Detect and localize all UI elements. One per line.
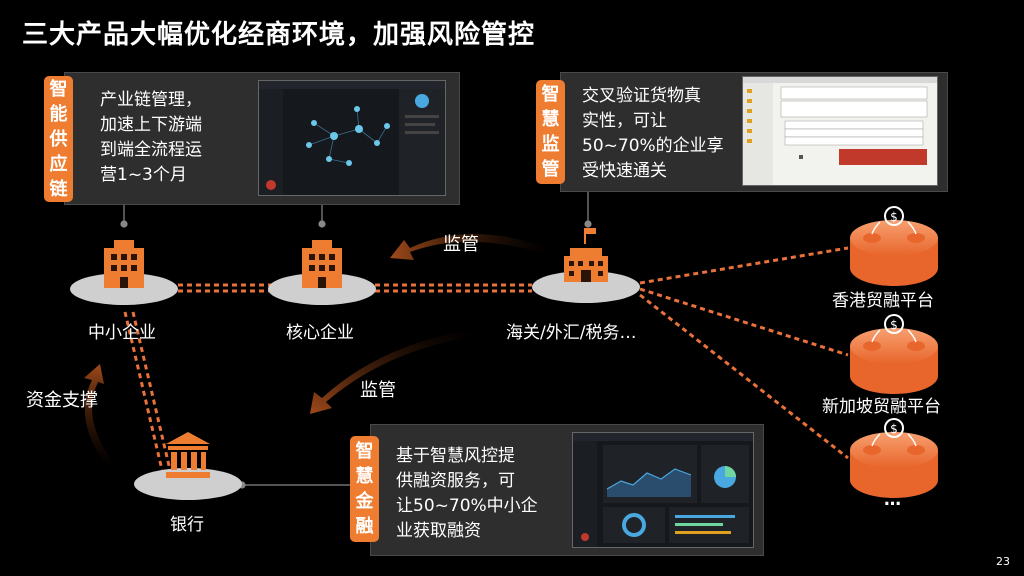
svg-text:$: $ [890,422,898,436]
supervision-screenshot [742,76,938,186]
card-supply-chain-text: 产业链管理， 加速上下游端 到端全流程运 营1~3个月 [100,90,202,185]
arrow-label-funding: 资金支撑 [26,390,98,411]
svg-text:$: $ [890,210,898,224]
finance-screenshot [572,432,754,548]
bank-icon [166,432,210,478]
page-number: 23 [996,555,1010,568]
platform-label-hongkong: 香港贸融平台 [832,291,934,311]
card-supervision-text: 交叉验证货物真 实性，可让 50~70%的企业享 受快速通关 [582,86,724,181]
slide-title: 三大产品大幅优化经商环境，加强风险管控 [22,20,536,50]
supervise-arrow-top [390,234,548,260]
funding-arrow [84,364,116,468]
tag-finance: 智 慧 金 融 [350,436,379,542]
dashboard-thumbnail [573,433,753,547]
supervise-arrow-mid [310,330,470,414]
card-finance-text: 基于智慧风控提 供融资服务，可 让50~70%中小企 业获取融资 [396,446,538,541]
building-icon [302,240,342,288]
dashed-links [123,246,849,471]
svg-text:$: $ [890,318,898,332]
node-label-bank: 银行 [170,515,204,535]
arrow-label-supervise-top: 监管 [443,234,479,255]
node-label-core: 核心企业 [286,323,354,343]
node-label-customs: 海关/外汇/税务… [506,323,637,343]
dollar-platform-icon: $ [850,314,938,394]
form-thumbnail [743,77,937,185]
tag-supervision: 智 慧 监 管 [536,80,565,184]
node-label-sme: 中小企业 [88,323,156,343]
arrow-label-supervise-mid: 监管 [360,380,396,401]
supply-chain-screenshot [258,80,446,196]
dollar-platform-icon: $ [850,418,938,498]
building-icon [104,240,144,288]
dollar-platform-icon: $ [850,206,938,286]
tag-supply-chain: 智 能 供 应 链 [44,76,73,202]
platform-label-more: … [884,490,901,510]
platform-label-singapore: 新加坡贸融平台 [822,397,941,417]
network-graph-thumbnail [259,81,445,195]
government-building-icon [564,228,608,282]
node-discs [70,271,640,500]
card-connectors [120,190,592,489]
